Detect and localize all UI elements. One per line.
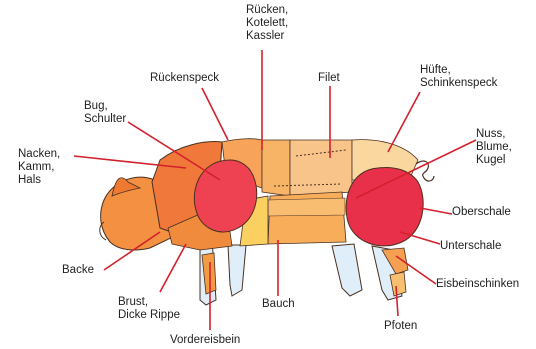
label-bug: Bug, Schulter — [84, 100, 126, 126]
label-vordereisbein: Vordereisbein — [170, 334, 240, 347]
label-eisbein: Eisbeinschinken — [436, 278, 519, 291]
label-nacken: Nacken, Kamm, Hals — [18, 148, 60, 187]
label-bauch: Bauch — [262, 298, 295, 311]
pig-legs — [200, 238, 402, 305]
leader-rueckenspeck — [202, 88, 228, 140]
region-bug — [194, 160, 256, 232]
region-bauch-upper — [268, 198, 345, 216]
label-rueckenspeck: Rückenspeck — [150, 72, 219, 85]
label-nuss: Nuss, Blume, Kugel — [476, 128, 512, 167]
label-filet: Filet — [318, 72, 340, 85]
label-huefte: Hüfte, Schinkenspeck — [420, 64, 497, 90]
label-brust: Brust, Dicke Rippe — [118, 296, 180, 322]
label-oberschale: Oberschale — [452, 206, 511, 219]
leader-huefte — [388, 92, 420, 152]
region-ruecken — [262, 140, 290, 196]
region-oberschale — [346, 168, 423, 246]
label-backe: Backe — [62, 264, 94, 277]
label-unterschale: Unterschale — [440, 240, 501, 253]
leader-oberschale — [420, 208, 452, 214]
leader-brust — [160, 244, 186, 292]
label-pfoten: Pfoten — [384, 320, 417, 333]
region-filet — [290, 140, 352, 196]
label-ruecken: Rücken, Kotelett, Kassler — [246, 4, 288, 43]
